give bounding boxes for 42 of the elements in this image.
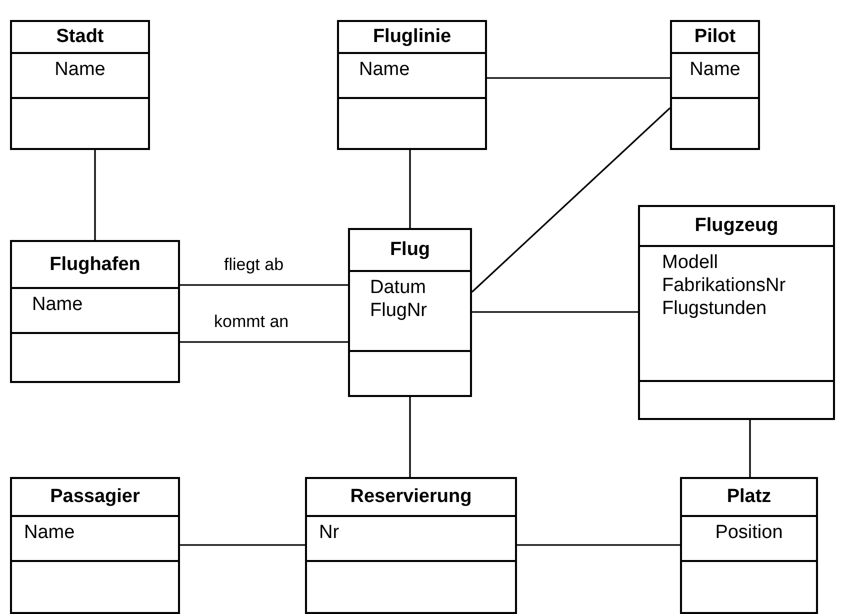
association-line [749, 420, 751, 477]
attribute-text: Datum [370, 276, 426, 299]
attribute-text: Name [32, 293, 83, 316]
class-name: Reservierung [350, 486, 472, 508]
class-box [680, 477, 818, 614]
edge-label: fliegt ab [222, 255, 286, 275]
attribute-text: Modell [662, 251, 718, 274]
association-line [180, 544, 305, 546]
attribute-text: Name [24, 521, 75, 544]
attribute-text: Name [690, 58, 740, 81]
association-line [487, 77, 670, 79]
class-box [305, 477, 517, 614]
class-box [638, 205, 835, 420]
attribute-text: Name [54, 58, 106, 81]
attribute-text: Nr [319, 521, 340, 544]
association-line [517, 544, 680, 546]
class-name: Flug [390, 239, 430, 261]
class-box [10, 20, 150, 150]
class-name: Pilot [694, 26, 736, 48]
class-name: Passagier [50, 486, 140, 508]
class-box [10, 477, 180, 614]
class-box [348, 228, 472, 397]
association-line [180, 341, 348, 343]
attribute-text: FabrikationsNr [662, 274, 786, 297]
class-box [10, 240, 180, 383]
class-name: Platz [726, 486, 772, 508]
association-line [180, 284, 348, 286]
class-box [670, 20, 760, 150]
attribute-text: Flugstunden [662, 297, 767, 320]
association-line [409, 397, 411, 477]
attribute-text: Position [715, 521, 783, 544]
class-name: Flughafen [50, 254, 140, 276]
attribute-text: FlugNr [370, 299, 428, 322]
attribute-text: Name [359, 58, 410, 81]
association-line [409, 150, 411, 228]
class-name: Stadt [56, 26, 104, 48]
association-line [472, 311, 638, 313]
class-name: Flugzeug [694, 215, 778, 237]
association-line [471, 107, 671, 293]
class-name: Fluglinie [372, 26, 452, 48]
association-line [94, 150, 96, 240]
class-box [337, 20, 487, 150]
